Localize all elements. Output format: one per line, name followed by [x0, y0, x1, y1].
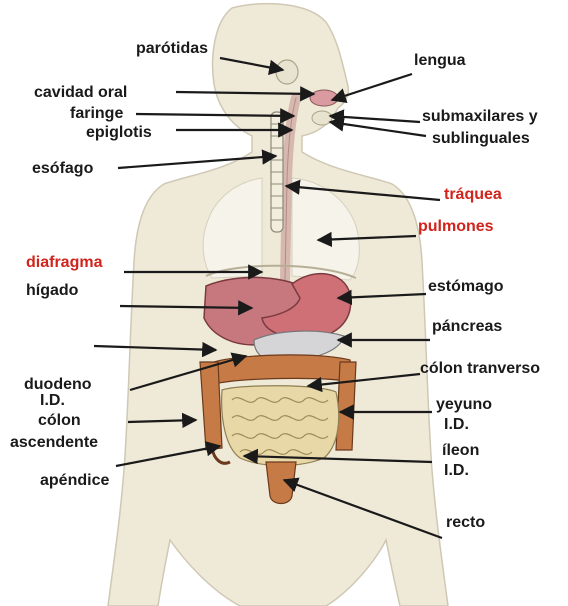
label-esofago: esófago	[32, 160, 93, 178]
label-apendice: apéndice	[40, 472, 109, 490]
label-traquea: tráquea	[444, 186, 502, 204]
label-yeyuno: yeyuno	[436, 396, 492, 414]
label-parotidas: parótidas	[136, 40, 208, 58]
label-pancreas: páncreas	[432, 318, 502, 336]
label-lengua: lengua	[414, 52, 466, 70]
label-sublinguales: sublinguales	[432, 130, 530, 148]
label-recto: recto	[446, 514, 485, 532]
descending-colon	[336, 362, 356, 450]
label-faringe: faringe	[70, 105, 123, 123]
label-ascendente: ascendente	[10, 434, 98, 452]
label-ileon: íleon	[442, 442, 479, 460]
label-colon-tranverso: cólon tranverso	[420, 360, 540, 378]
label-diafragma: diafragma	[26, 254, 102, 272]
label-yeyuno-id: I.D.	[444, 416, 469, 434]
parotid-gland	[276, 60, 298, 84]
tongue	[310, 90, 338, 106]
label-colon: cólon	[38, 412, 81, 430]
label-pulmones: pulmones	[418, 218, 494, 236]
label-ileon-id: I.D.	[444, 462, 469, 480]
salivary-glands	[312, 111, 332, 125]
label-estomago: estómago	[428, 278, 504, 296]
label-higado: hígado	[26, 282, 78, 300]
label-cavidad-oral: cavidad oral	[34, 84, 127, 102]
label-duodeno-id: I.D.	[40, 392, 65, 410]
label-submaxilares: submaxilares y	[422, 108, 538, 126]
label-epiglotis: epiglotis	[86, 124, 152, 142]
